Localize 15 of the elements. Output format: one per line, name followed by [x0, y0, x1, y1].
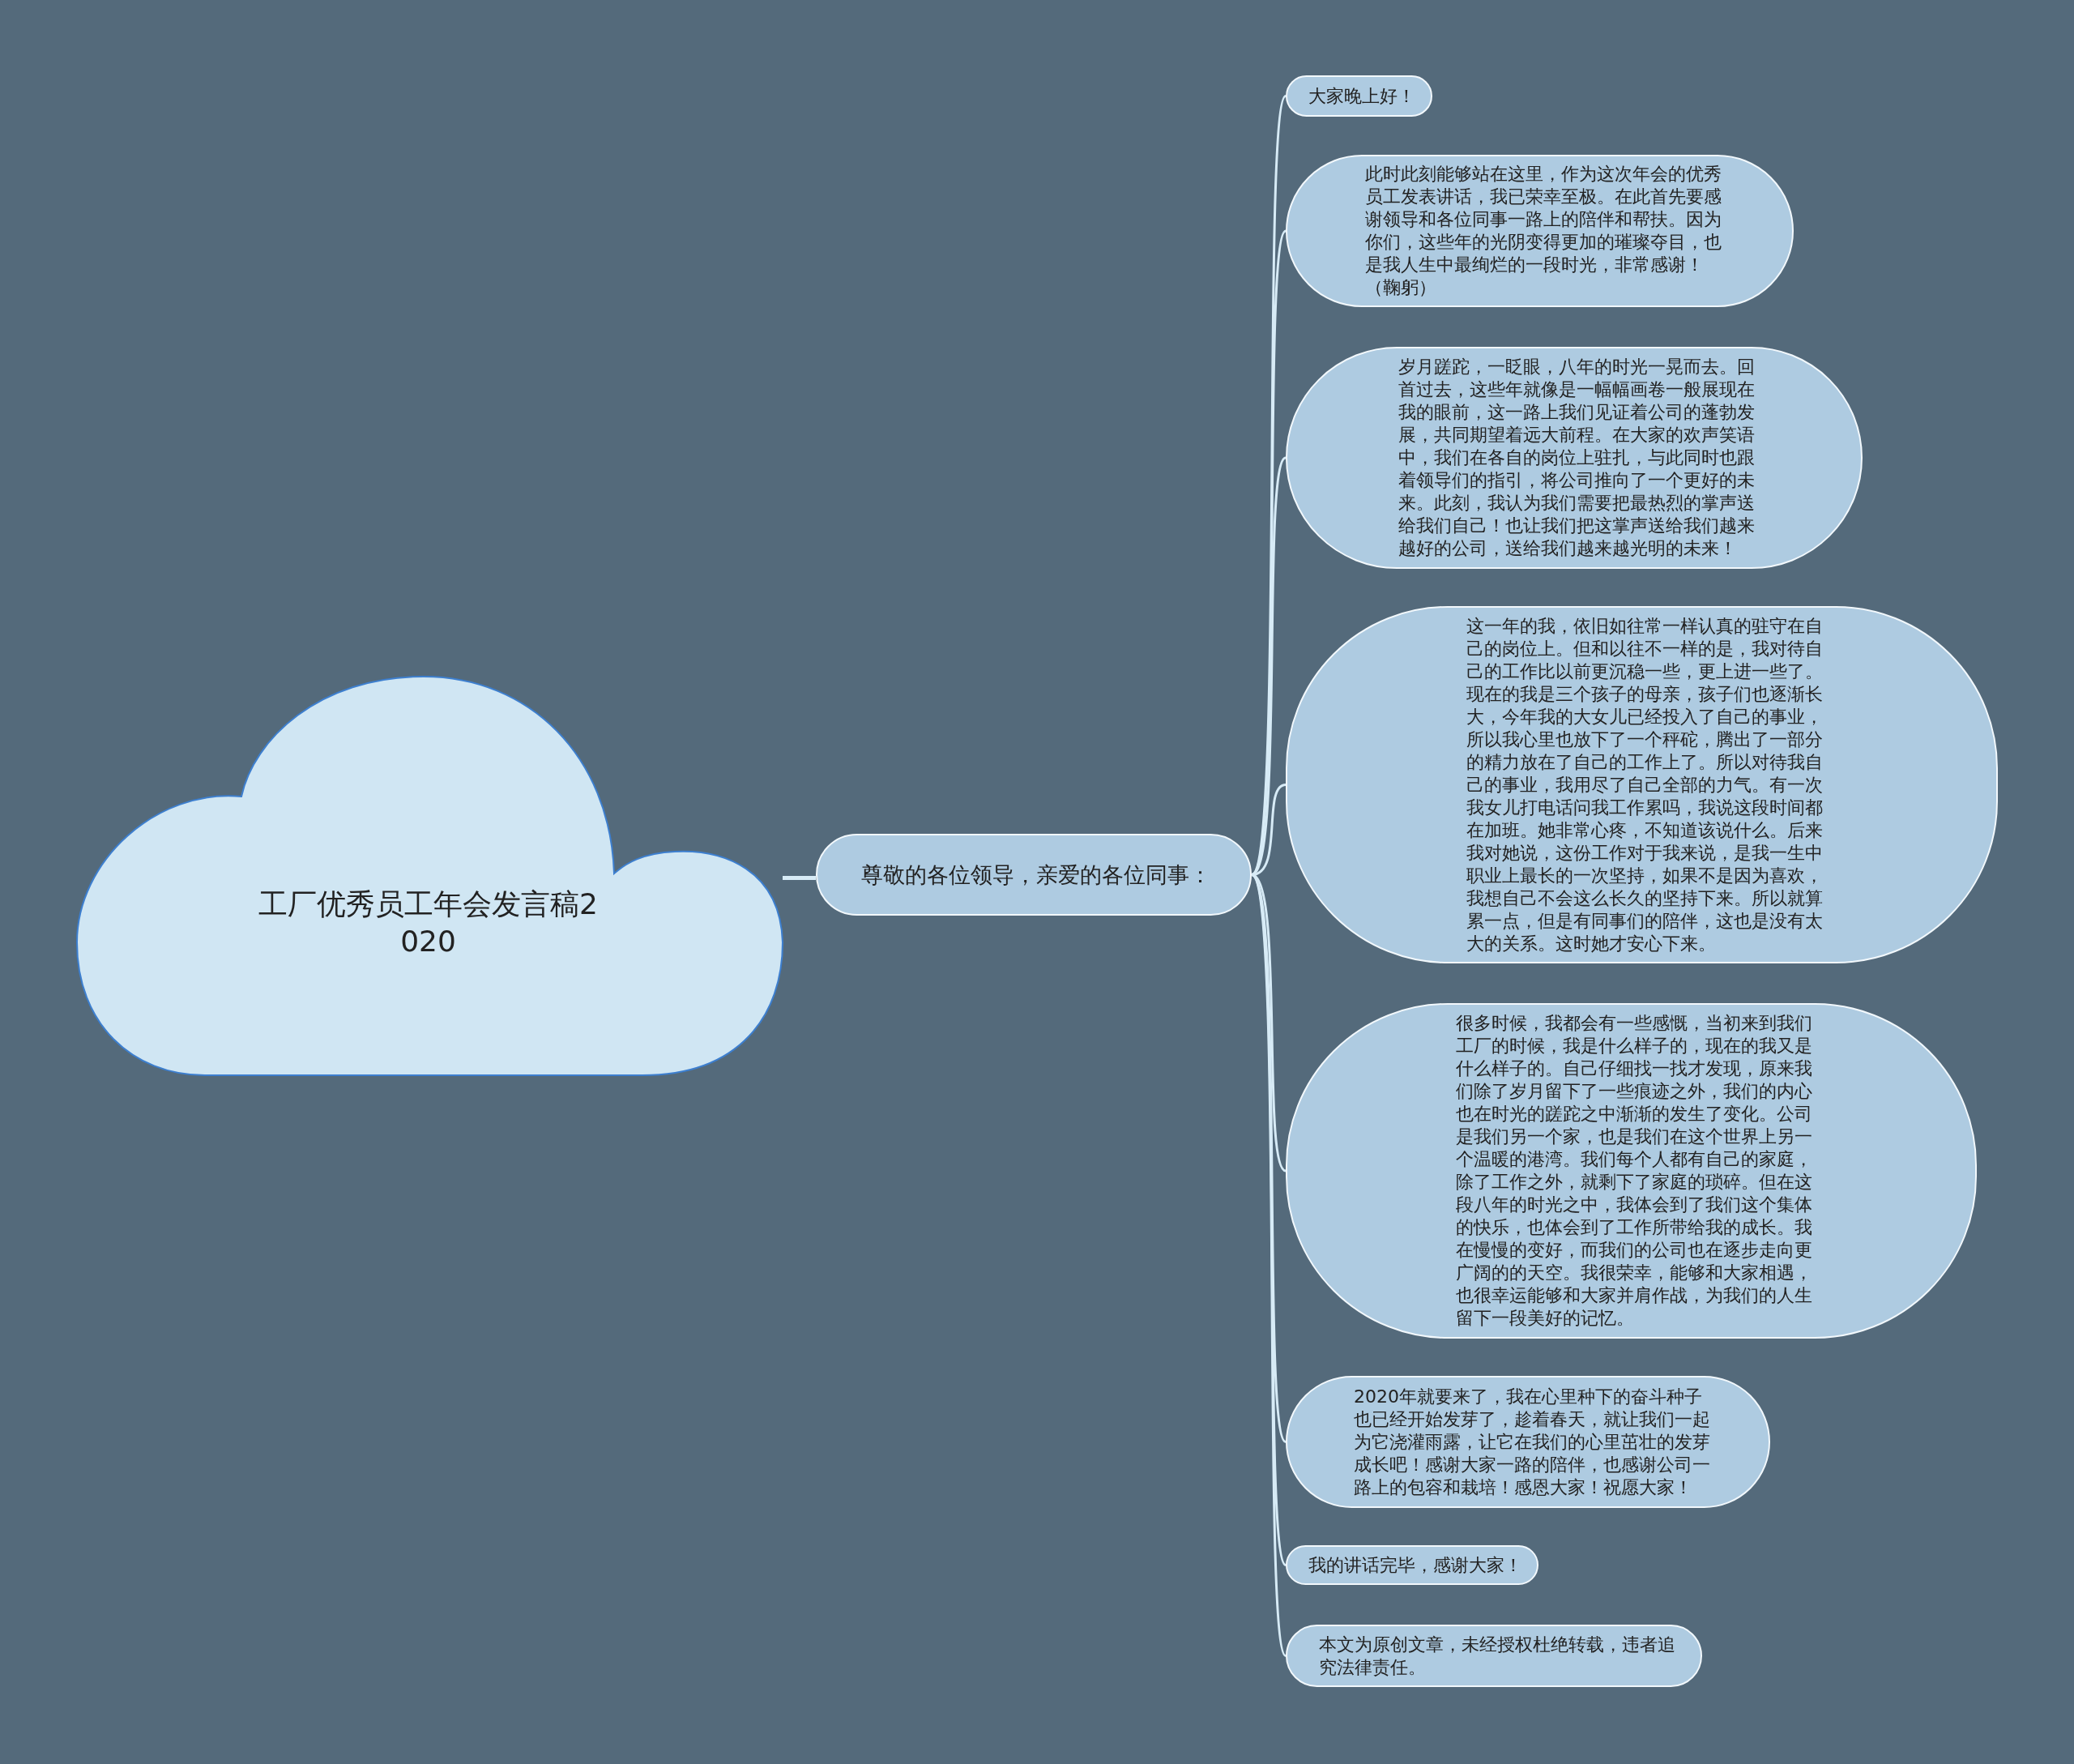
node-text: 我的讲话完毕，感谢大家！: [1308, 1553, 1523, 1577]
node-text: 此时此刻能够站在这里，作为这次年会的优秀员工发表讲话，我已荣幸至极。在此首先要感谢领导和各位同事一路上的陪伴和帮扶。因为你们，这些年的光阴变得更加的璀璨夺目，也是我人生中最绚烂的一段时光，非常感谢！（鞠躬）: [1365, 163, 1722, 299]
cloud-shape: [75, 675, 784, 1077]
connector-line: [783, 876, 816, 880]
node-text: 尊敬的各位领导，亲爱的各位同事：: [861, 861, 1212, 889]
node-text: 本文为原创文章，未经授权杜绝转载，违者追究法律责任。: [1319, 1633, 1676, 1679]
node-text: 这一年的我，依旧如往常一样认真的驻守在自己的岗位上。但和以往不一样的是，我对待自己的工作比以前更沉稳一些，更上进一些了。现在的我是三个孩子的母亲，孩子们也逐渐长大，今年我的大女儿已经投入了自己的事业，所以我心里也放下了一个秤砣，腾出了一部分的精力放在了自己的工作上了。所以对待我自己的事业，我用尽了自己全部的力气。有一次我女儿打电话问我工作累吗，我说这段时间都在加班。她非常心疼，不知道该说什么。后来我对她说，这份工作对于我来说，是我一生中职业上最长的一次坚持，如果不是因为喜欢，我想自己不会这么长久的坚持下来。所以就算累一点，但是有同事们的陪伴，这也是没有太大的关系。这时她才安心下来。: [1466, 614, 1824, 955]
connector-line: [1250, 230, 1287, 876]
topic-node: [1286, 1545, 1538, 1585]
node-text: 岁月蹉跎，一眨眼，八年的时光一晃而去。回首过去，这些年就像是一幅幅画卷一般展现在我的眼前，这一路上我们见证着公司的蓬勃发展，共同期望着远大前程。在大家的欢声笑语中，我们在各自的岗位上驻扎，与此同时也跟着领导们的指引，将公司推向了一个更好的未来。此刻，我认为我们需要把最热烈的掌声送给我们自己！也让我们把这掌声送给我们越来越好的公司，送给我们越来越光明的未来！: [1398, 356, 1756, 560]
node-text: 2020年就要来了，我在心里种下的奋斗种子也已经开始发芽了，趁着春天，就让我们一起为它浇灌雨露，让它在我们的心里茁壮的发芽成长吧！感谢大家一路的陪伴，也感谢公司一路上的包容和栽培！感恩大家！祝愿大家！: [1354, 1385, 1711, 1499]
topic-node: [1286, 75, 1432, 117]
title-text: 工厂优秀员工年会发言稿2020: [258, 886, 599, 959]
node-text: 很多时候，我都会有一些感慨，当初来到我们工厂的时候，我是什么样子的，现在的我又是什么样子的。自己仔细找一找才发现，原来我们除了岁月留下了一些痕迹之外，我们的内心也在时光的蹉跎之中渐渐的发生了变化。公司是我们另一个家，也是我们在这个世界上另一个温暖的港湾。我们每个人都有自己的家庭，除了工作之外，就剩下了家庭的琐碎。但在这段八年的时光之中，我体会到了我们这个集体的快乐，也体会到了工作所带给我的成长。我在慢慢的变好，而我们的公司也在逐步走向更广阔的的天空。我很荣幸，能够和大家相遇，也很幸运能够和大家并肩作战，为我们的人生留下一段美好的记忆。: [1456, 1012, 1813, 1330]
node-text: 大家晚上好！: [1308, 84, 1416, 108]
